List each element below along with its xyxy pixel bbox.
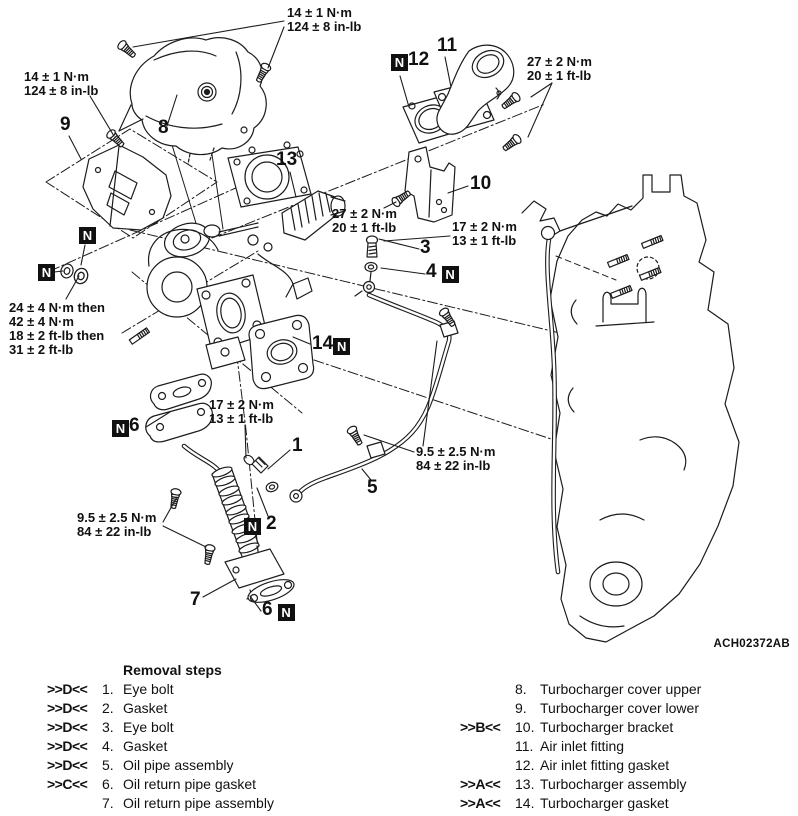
- n-mark-washer-a: N: [79, 227, 96, 244]
- torque-label-cover-upper-bolts: 14 ± 1 N·m 124 ± 8 in-lb: [287, 5, 362, 34]
- n-mark-14: N: [333, 338, 351, 355]
- torque-label-cover-lower-bolt: 14 ± 1 N·m 124 ± 8 in-lb: [24, 69, 99, 98]
- torque-label-bracket-bolt: 27 ± 2 N·m 20 ± 1 ft-lb: [332, 206, 397, 235]
- bracket-art: [404, 146, 456, 223]
- callout-7: 7: [190, 589, 201, 610]
- torque-label-oil-return-bolts: 9.5 ± 2.5 N·m 84 ± 22 in-lb: [77, 510, 157, 539]
- figure-code: ACH02372AB: [713, 638, 790, 650]
- torque-label-oil-pipe-bolts: 9.5 ± 2.5 N·m 84 ± 22 in-lb: [416, 444, 496, 473]
- n-mark-6-upper: N: [112, 420, 129, 437]
- callout-13: 13: [276, 149, 298, 170]
- engine-block-art: [521, 174, 740, 643]
- callout-3: 3: [420, 237, 431, 258]
- cover-lower-art: [82, 144, 172, 231]
- callout-5: 5: [367, 477, 378, 498]
- leader-lines: [53, 20, 553, 612]
- torque-label-eye-bolt-1: 17 ± 2 N·m 13 ± 1 ft-lb: [209, 397, 274, 426]
- callout-9: 9: [60, 114, 71, 135]
- callout-8: 8: [158, 117, 169, 138]
- parts-list-title: Removal steps: [123, 662, 222, 678]
- torque-label-air-inlet-bolts: 27 ± 2 N·m 20 ± 1 ft-lb: [527, 54, 592, 83]
- callout-1: 1: [292, 435, 303, 456]
- callout-10: 10: [470, 173, 492, 194]
- n-mark-2: N: [244, 518, 261, 535]
- air-inlet-art: [402, 44, 515, 144]
- heat-shield-art: [118, 37, 267, 165]
- n-mark-6-lower: N: [277, 604, 295, 621]
- n-mark-12: N: [391, 54, 408, 71]
- exploded-diagram-art: [45, 20, 740, 643]
- n-mark-washer-b: N: [38, 264, 55, 281]
- n-mark-4: N: [441, 266, 459, 283]
- turbo-gasket-art: [248, 314, 315, 390]
- torque-label-turbo-nuts: 24 ± 4 N·m then 42 ± 4 N·m 18 ± 2 ft-lb …: [9, 300, 105, 357]
- callout-11: 11: [437, 35, 458, 56]
- torque-label-eye-bolt-3: 17 ± 2 N·m 13 ± 1 ft-lb: [452, 219, 517, 248]
- turbocharger-art: [146, 141, 346, 370]
